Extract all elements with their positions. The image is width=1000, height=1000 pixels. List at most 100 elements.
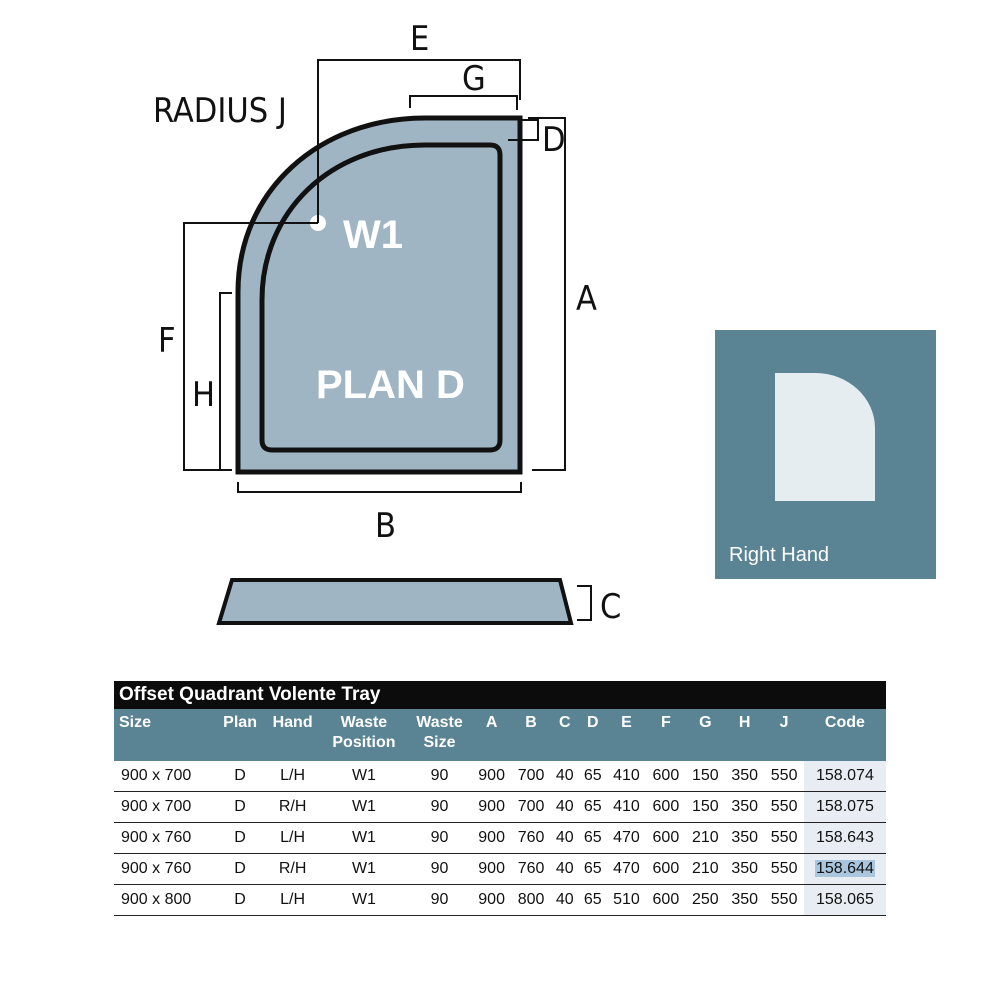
column-header: Size	[114, 709, 216, 761]
table-cell: 550	[764, 822, 804, 854]
table-cell: 550	[764, 884, 804, 916]
label-h: H	[192, 375, 215, 415]
table-cell: 158.075	[803, 791, 886, 823]
label-b: B	[375, 506, 396, 546]
table-cell: L/H	[264, 822, 321, 854]
table-cell: 350	[725, 761, 765, 792]
table-cell: 900 x 760	[114, 853, 216, 885]
table-cell: 600	[646, 791, 686, 823]
table-cell: 550	[764, 761, 804, 792]
table-cell: D	[215, 791, 265, 823]
table-cell: 700	[511, 761, 551, 792]
column-header: G	[685, 709, 725, 761]
waste-label: W1	[343, 213, 403, 257]
column-header: A	[471, 709, 512, 761]
column-header: J	[764, 709, 804, 761]
table-cell: 90	[407, 761, 472, 792]
dimension-line-b	[237, 482, 522, 493]
column-header: E	[606, 709, 647, 761]
table-cell: 470	[606, 822, 647, 854]
table-cell: 65	[578, 822, 607, 854]
table-cell: 158.074	[803, 761, 886, 792]
table-cell: R/H	[264, 791, 321, 823]
table-cell: 40	[550, 853, 579, 885]
table-cell: 600	[646, 761, 686, 792]
table-cell: 158.065	[803, 884, 886, 916]
table-cell: 40	[550, 791, 579, 823]
label-c: C	[600, 587, 621, 627]
table-cell: 900	[471, 853, 512, 885]
table-cell: 600	[646, 853, 686, 885]
table-cell: 90	[407, 884, 472, 916]
label-f: F	[158, 321, 176, 361]
table-cell: 65	[578, 761, 607, 792]
table-cell: L/H	[264, 761, 321, 792]
dimension-line-c	[577, 585, 592, 621]
dimension-line-g	[409, 95, 518, 110]
table-cell: 40	[550, 822, 579, 854]
table-cell: 900	[471, 884, 512, 916]
table-cell: 65	[578, 791, 607, 823]
table-cell: D	[215, 761, 265, 792]
table-cell: 150	[685, 791, 725, 823]
column-header: F	[646, 709, 686, 761]
plan-label: PLAN D	[316, 363, 465, 407]
column-header: C	[550, 709, 579, 761]
table-cell: 350	[725, 822, 765, 854]
label-radius: RADIUS J	[153, 91, 287, 131]
column-header: Code	[803, 709, 886, 761]
table-cell: 410	[606, 761, 647, 792]
table-cell: 900 x 760	[114, 822, 216, 854]
table-cell: 90	[407, 853, 472, 885]
table-cell: W1	[320, 853, 408, 885]
table-cell: D	[215, 853, 265, 885]
label-d: D	[542, 120, 566, 160]
table-cell: L/H	[264, 884, 321, 916]
table-cell: 900 x 800	[114, 884, 216, 916]
right-hand-panel: Right Hand	[715, 330, 936, 579]
table-cell: R/H	[264, 853, 321, 885]
column-header: D	[578, 709, 607, 761]
table-cell: 40	[550, 884, 579, 916]
table-cell: 40	[550, 761, 579, 792]
table-cell: 510	[606, 884, 647, 916]
table-cell: 900 x 700	[114, 761, 216, 792]
column-header: B	[511, 709, 551, 761]
table-cell: 65	[578, 853, 607, 885]
right-hand-label: Right Hand	[729, 544, 830, 566]
table-cell: 350	[725, 853, 765, 885]
table-cell: 410	[606, 791, 647, 823]
table-cell: 350	[725, 791, 765, 823]
table-cell: W1	[320, 791, 408, 823]
table-cell: 158.644	[803, 853, 886, 885]
column-header: H	[725, 709, 765, 761]
dimension-line-d	[508, 119, 539, 141]
dimension-line-h	[219, 292, 232, 471]
table-cell: 900	[471, 822, 512, 854]
label-g: G	[462, 59, 486, 99]
right-hand-tray-icon	[775, 373, 875, 501]
table-cell: 550	[764, 853, 804, 885]
table-cell: 90	[407, 791, 472, 823]
tray-side-profile	[216, 578, 574, 625]
table-cell: 210	[685, 853, 725, 885]
tray-diagram: E G RADIUS J D A F H B C W1 PLAN D	[153, 19, 621, 627]
table-cell: 158.643	[803, 822, 886, 854]
table-cell: 90	[407, 822, 472, 854]
table-cell: 600	[646, 822, 686, 854]
table-cell: 600	[646, 884, 686, 916]
table-cell: W1	[320, 761, 408, 792]
table-cell: D	[215, 884, 265, 916]
table-cell: 210	[685, 822, 725, 854]
table-cell: D	[215, 822, 265, 854]
table-cell: 65	[578, 884, 607, 916]
